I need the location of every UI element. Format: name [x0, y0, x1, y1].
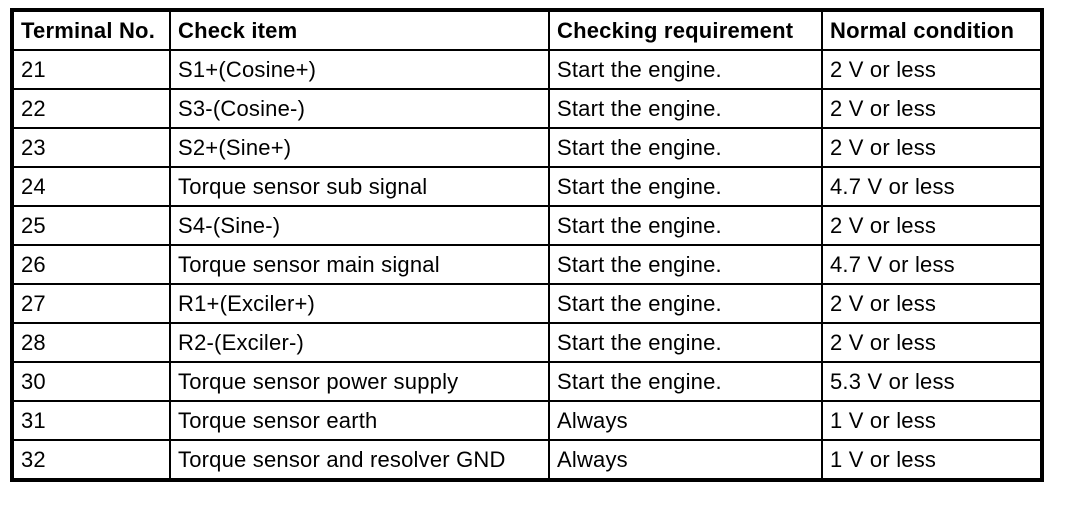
normal-condition-cell: 1 V or less [821, 439, 1043, 481]
check-item-cell: Torque sensor sub signal [169, 166, 550, 207]
check-item-cell: Torque sensor power supply [169, 361, 550, 402]
normal-condition-cell: 2 V or less [821, 49, 1043, 90]
check-item-cell: S1+(Cosine+) [169, 49, 550, 90]
normal-condition-cell: 2 V or less [821, 205, 1043, 246]
terminal-no-cell: 23 [11, 127, 171, 168]
checking-requirement-cell: Always [548, 400, 823, 441]
checking-requirement-cell: Start the engine. [548, 49, 823, 90]
terminal-no-cell: 31 [11, 400, 171, 441]
checking-requirement-cell: Start the engine. [548, 127, 823, 168]
terminal-no-cell: 25 [11, 205, 171, 246]
checking-requirement-cell: Start the engine. [548, 322, 823, 363]
column-header: Checking requirement [548, 9, 823, 51]
normal-condition-cell: 2 V or less [821, 127, 1043, 168]
terminal-no-cell: 32 [11, 439, 171, 481]
checking-requirement-cell: Start the engine. [548, 166, 823, 207]
column-header: Check item [169, 9, 550, 51]
terminal-no-cell: 21 [11, 49, 171, 90]
checking-requirement-cell: Start the engine. [548, 244, 823, 285]
check-item-cell: R1+(Exciler+) [169, 283, 550, 324]
check-item-cell: Torque sensor main signal [169, 244, 550, 285]
terminal-no-cell: 27 [11, 283, 171, 324]
terminal-no-cell: 26 [11, 244, 171, 285]
terminal-no-cell: 22 [11, 88, 171, 129]
normal-condition-cell: 1 V or less [821, 400, 1043, 441]
check-item-cell: S2+(Sine+) [169, 127, 550, 168]
terminal-no-cell: 30 [11, 361, 171, 402]
check-item-cell: S3-(Cosine-) [169, 88, 550, 129]
column-header: Normal condition [821, 9, 1043, 51]
check-item-cell: R2-(Exciler-) [169, 322, 550, 363]
check-item-cell: Torque sensor earth [169, 400, 550, 441]
normal-condition-cell: 2 V or less [821, 322, 1043, 363]
checking-requirement-cell: Start the engine. [548, 361, 823, 402]
checking-requirement-cell: Always [548, 439, 823, 481]
check-item-cell: Torque sensor and resolver GND [169, 439, 550, 481]
terminal-no-cell: 24 [11, 166, 171, 207]
normal-condition-cell: 2 V or less [821, 283, 1043, 324]
checking-requirement-cell: Start the engine. [548, 283, 823, 324]
checking-requirement-cell: Start the engine. [548, 88, 823, 129]
checking-requirement-cell: Start the engine. [548, 205, 823, 246]
check-item-cell: S4-(Sine-) [169, 205, 550, 246]
normal-condition-cell: 2 V or less [821, 88, 1043, 129]
normal-condition-cell: 4.7 V or less [821, 166, 1043, 207]
normal-condition-cell: 5.3 V or less [821, 361, 1043, 402]
normal-condition-cell: 4.7 V or less [821, 244, 1043, 285]
terminal-no-cell: 28 [11, 322, 171, 363]
column-header: Terminal No. [11, 9, 171, 51]
